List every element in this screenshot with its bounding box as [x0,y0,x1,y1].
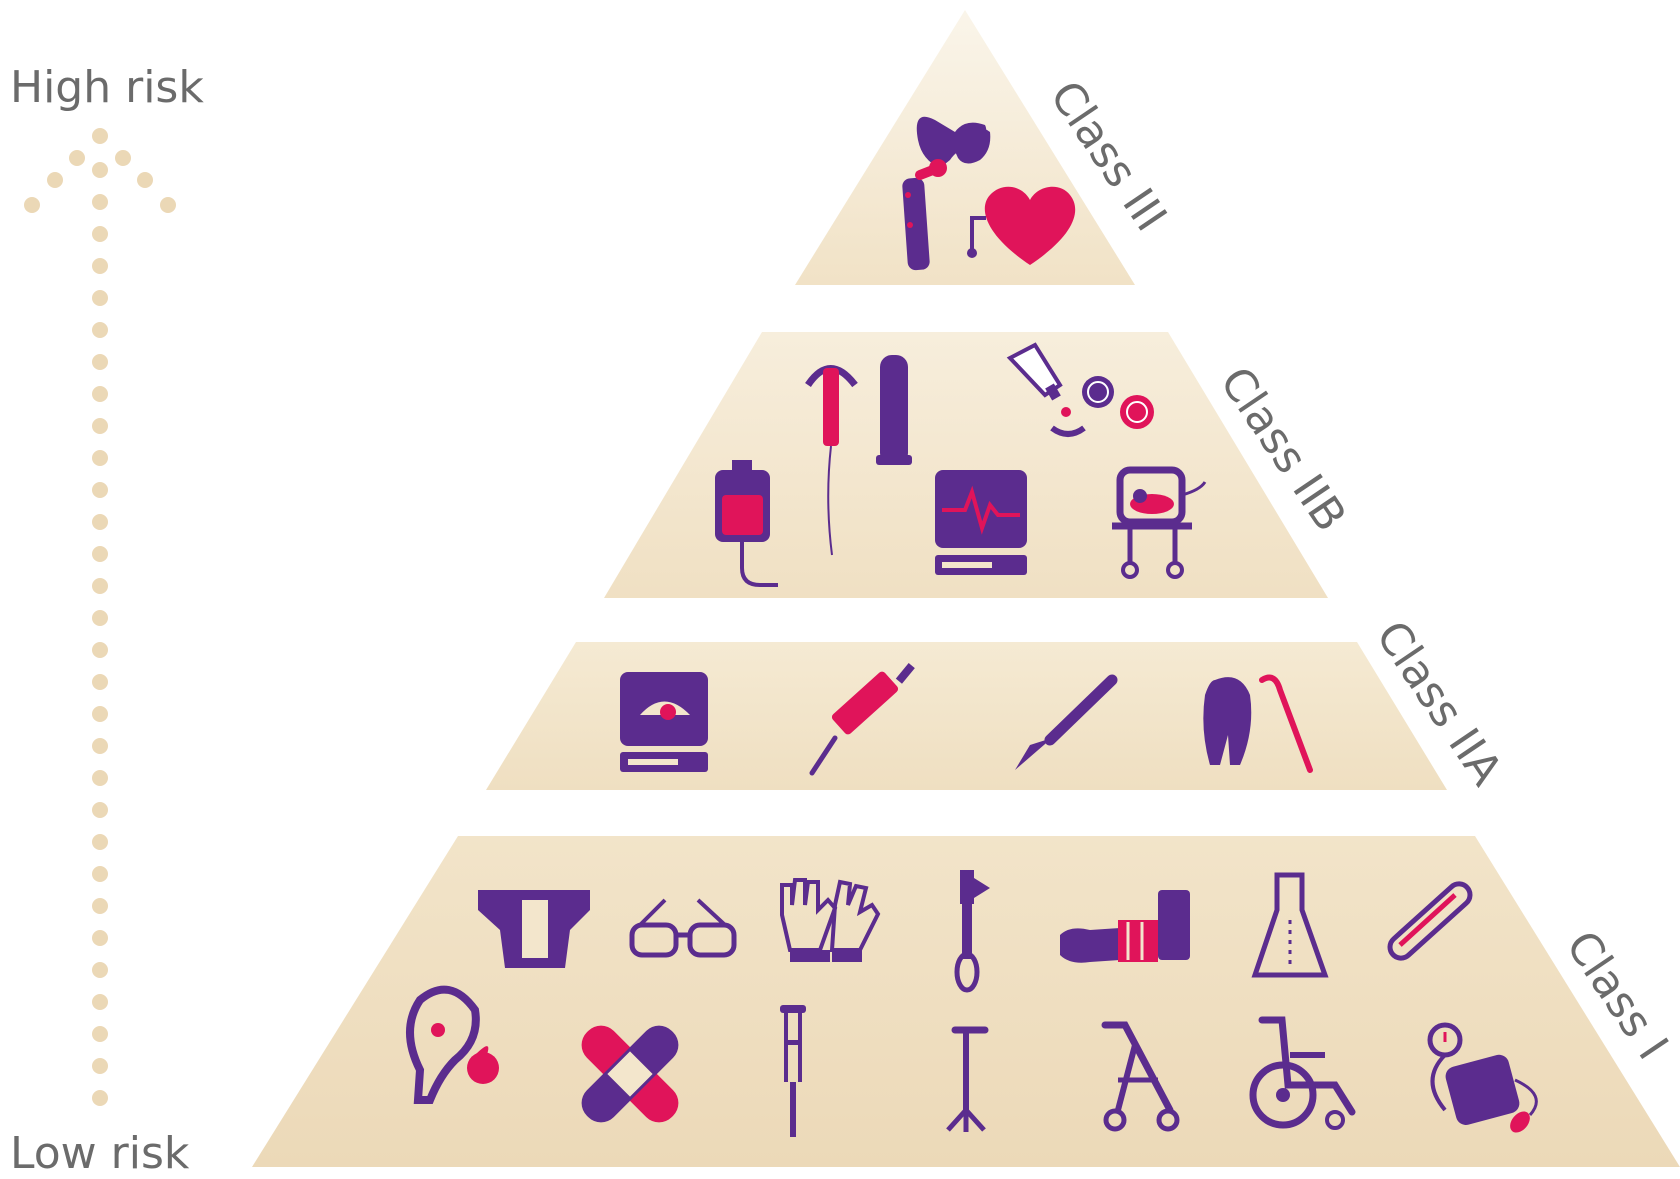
arrow-dot [92,514,108,530]
arrow-dot [47,172,63,188]
arrow-dot [69,150,85,166]
eye-drops-lens-icon [1006,342,1154,437]
pacemaker-heart-icon [967,186,1076,265]
tier-class-2a [486,642,1447,790]
high-risk-label: High risk [10,62,204,113]
cane-icon [946,1026,989,1132]
arrow-dot [92,802,108,818]
arrow-dot [92,770,108,786]
arrow-dot [92,1026,108,1042]
arrow-dot [92,578,108,594]
arrow-dot [92,1058,108,1074]
crutch-icon [780,1005,806,1137]
low-risk-label: Low risk [10,1128,190,1179]
arrow-dot [92,162,108,178]
diaper-icon [478,890,590,968]
arrow-dot [92,226,108,242]
bandage-icon [581,1025,679,1123]
arrow-dot [92,994,108,1010]
infant-incubator-icon [1112,466,1207,579]
arrow-dot [160,197,176,213]
hip-implant-icon [902,116,991,271]
tooth-dental-tool-icon [1203,674,1313,773]
gloves-icon [780,878,881,962]
arrow-dot [92,866,108,882]
arrow-dot [24,197,40,213]
scalpel-icon [1015,674,1118,770]
blood-pressure-cuff-icon [1427,1022,1538,1133]
cardiac-monitor-icon [935,470,1027,575]
wheelchair-icon [1249,1016,1356,1130]
arrow-dot [92,898,108,914]
arrow-dot [92,386,108,402]
arrow-dot [92,354,108,370]
arrow-dot [137,172,153,188]
reflex-hammer-icon [954,870,990,993]
arrow-dot [92,194,108,210]
eyeglasses-icon [629,898,737,958]
arrow-dot [92,610,108,626]
arrow-dot [92,258,108,274]
arrow-dot [92,1090,108,1106]
arm-cast-icon [1060,890,1190,963]
arrow-dot [92,834,108,850]
syringe-icon [809,663,915,776]
iud-icon [805,365,858,556]
lab-flask-icon [1251,872,1329,978]
arrow-dot [92,128,108,144]
arrow-dot [92,418,108,434]
arrow-dot [92,738,108,754]
arrow-dot [115,150,131,166]
arrow-dot [92,482,108,498]
arrow-dot [92,450,108,466]
iv-bag-icon [715,460,778,587]
arrow-dot [92,962,108,978]
arrow-dot [92,546,108,562]
arrow-dot [92,930,108,946]
arrow-dot [92,674,108,690]
walker-icon [1101,1021,1180,1132]
condom-icon [876,355,912,465]
arrow-dot [92,706,108,722]
arrow-dot [92,290,108,306]
ultrasound-monitor-icon [620,672,708,772]
arrow-dot [92,322,108,338]
risk-arrow [24,128,176,1106]
arrow-dot [92,642,108,658]
hearing-aid-icon [406,985,499,1104]
thermometer-icon [1387,881,1473,961]
